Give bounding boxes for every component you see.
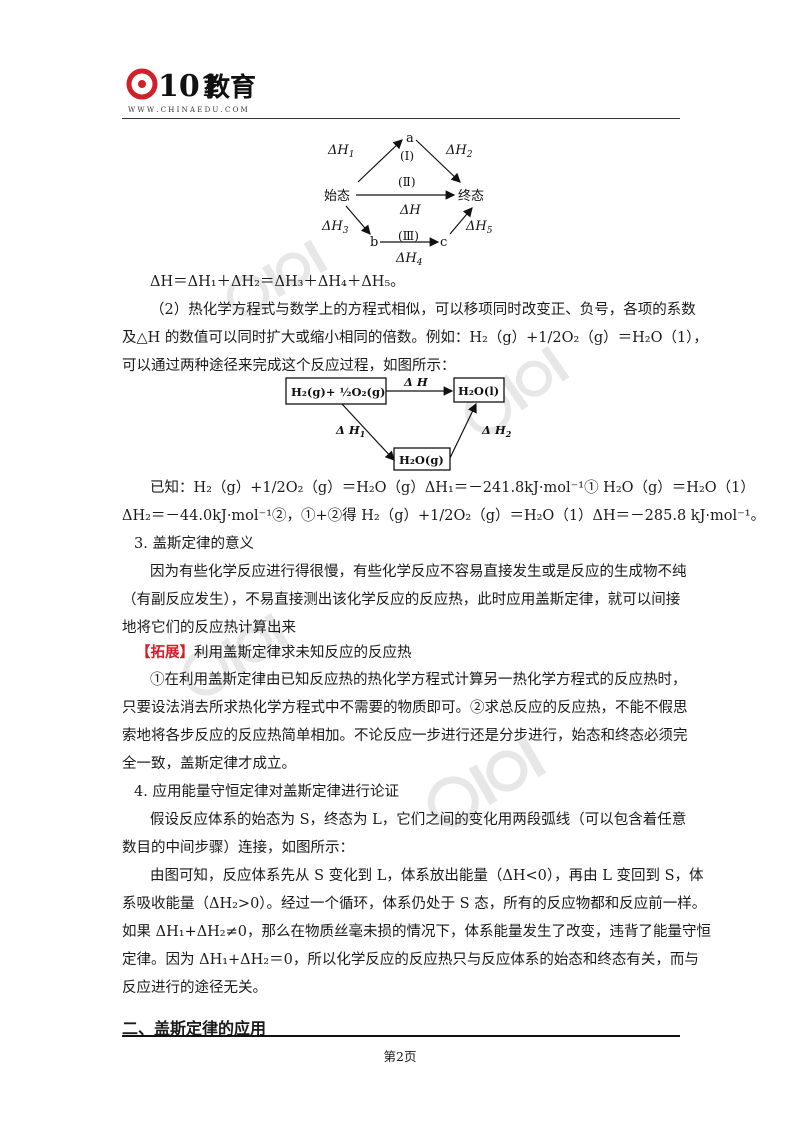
section-divider bbox=[122, 1035, 680, 1037]
extension-title: 利用盖斯定律求未知反应的反应热 bbox=[194, 645, 412, 661]
brand-name: 教育 bbox=[204, 72, 256, 103]
extension-line-3: 索地将各步反应的反应热简单相加。不论反应一步进行还是分步进行，始态和终态必须完 bbox=[122, 728, 688, 744]
end-state: 终态 bbox=[458, 188, 484, 204]
para-4-line-2: 数目的中间步骤）连接，如图所示： bbox=[122, 840, 354, 856]
product-box bbox=[453, 377, 505, 403]
intermediate-label: H₂O(g) bbox=[399, 453, 444, 467]
extension-line-2: 只要设法消去所求热化学方程式中不需要的物质即可。②求总反应的反应热，不能不假思 bbox=[122, 700, 688, 716]
para-5-line-3: 如果 ΔH₁+ΔH₂≠0，那么在物质丝毫未损的情况下，体系能量发生了改变，违背了… bbox=[122, 924, 711, 940]
equation-sum: ΔH＝ΔH₁＋ΔH₂＝ΔH₃＋ΔH₄＋ΔH₅。 bbox=[150, 274, 405, 290]
logo-ring-icon bbox=[126, 68, 158, 100]
brand-logo: 101 教育 W W W . C H I N A E D U . C O M bbox=[126, 68, 256, 114]
dh2-label: ΔH2 bbox=[445, 143, 473, 160]
para-2-line-3: 可以通过两种途径来完成这个反应过程，如图所示： bbox=[122, 358, 456, 374]
state-c: c bbox=[440, 235, 447, 250]
dh3-label: ΔH3 bbox=[321, 219, 349, 236]
dh1-path-label: Δ H1 bbox=[335, 423, 365, 439]
route-2-label: (Ⅱ) bbox=[398, 175, 416, 189]
dh-label: ΔH bbox=[399, 203, 421, 218]
route-1-label: (Ⅰ) bbox=[400, 149, 414, 163]
para-4-line-1: 假设反应体系的始态为 S，终态为 L，它们之间的变化用两段弧线（可以包含着任意 bbox=[150, 812, 687, 828]
dh1-label: ΔH1 bbox=[327, 143, 354, 160]
para-3-line-1: 因为有些化学反应进行得很慢，有些化学反应不容易直接发生或是反应的生成物不纯 bbox=[150, 564, 687, 580]
extension-heading: 【拓展】利用盖斯定律求未知反应的反应热 bbox=[136, 643, 412, 663]
section-heading: 二、盖斯定律的应用 bbox=[122, 1019, 267, 1038]
dh4-label: ΔH4 bbox=[395, 251, 423, 268]
para-5-line-5: 反应进行的途径无关。 bbox=[122, 980, 267, 996]
dh2-path-label: Δ H2 bbox=[481, 423, 512, 439]
para-5-line-2: 系吸收能量（ΔH₂>0）。经过一个循环，体系仍处于 S 态，所有的反应物都和反应… bbox=[122, 896, 707, 912]
para-2-line-2: 及△H 的数值可以同时扩大或缩小相同的倍数。例如：H₂（g）+1/2O₂（g）＝… bbox=[122, 330, 708, 346]
page-header: 101 教育 W W W . C H I N A E D U . C O M bbox=[122, 62, 680, 118]
known-line-1: 已知：H₂（g）+1/2O₂（g）＝H₂O（g）ΔH₁＝－241.8kJ·mol… bbox=[150, 480, 755, 496]
dh5-label: ΔH5 bbox=[465, 219, 493, 236]
extension-tag: 【拓展】 bbox=[136, 644, 194, 661]
extension-line-4: 全一致，盖斯定律才成立。 bbox=[122, 756, 296, 772]
para-2-line-1: （2）热化学方程式与数学上的方程式相似，可以移项同时改变正、负号，各项的系数 bbox=[150, 302, 696, 318]
header-divider bbox=[122, 118, 680, 119]
start-state: 始态 bbox=[324, 189, 350, 204]
extension-line-1: ①在利用盖斯定律由已知反应热的热化学方程式计算另一热化学方程式的反应热时， bbox=[150, 672, 687, 688]
product-label: H₂O(l) bbox=[458, 384, 499, 398]
para-5-line-1: 由图可知，反应体系先从 S 变化到 L，体系放出能量（ΔH<0），再由 L 变回… bbox=[150, 868, 704, 884]
brand-domain: W W W . C H I N A E D U . C O M bbox=[128, 106, 248, 114]
known-line-2: ΔH₂＝－44.0kJ·mol⁻¹②，①+②得 H₂（g）+1/2O₂（g）＝H… bbox=[122, 508, 766, 524]
para-5-line-4: 定律。因为 ΔH₁+ΔH₂＝0，所以化学反应的反应热只与反应体系的始态和终态有关… bbox=[122, 952, 699, 968]
water-formation-diagram: H₂(g)+ ½O₂(g) H₂O(l) H₂O(g) Δ H Δ H1 Δ H… bbox=[285, 375, 512, 471]
state-b: b bbox=[370, 235, 378, 250]
heading-3: 3. 盖斯定律的意义 bbox=[134, 536, 254, 552]
reactant-label: H₂(g)+ ½O₂(g) bbox=[291, 385, 385, 399]
page-number: 第2页 bbox=[383, 1049, 417, 1064]
reactant-box bbox=[285, 377, 387, 405]
route-3-label: (Ⅲ) bbox=[398, 229, 419, 243]
para-3-line-3: 地将它们的反应热计算出来 bbox=[122, 620, 296, 636]
para-3-line-2: （有副反应发生），不易直接测出该化学反应的反应热，此时应用盖斯定律，就可以间接 bbox=[122, 592, 681, 608]
logo-dot-icon bbox=[138, 80, 146, 88]
heading-4: 4. 应用能量守恒定律对盖斯定律进行论证 bbox=[134, 784, 399, 800]
dh-direct-label: Δ H bbox=[403, 375, 429, 389]
hess-path-diagram: a (Ⅰ) ΔH1 ΔH2 始态 终态 (Ⅱ) ΔH ΔH3 ΔH5 b c (… bbox=[321, 131, 493, 268]
brand-digits: 101 bbox=[158, 69, 221, 104]
state-a: a bbox=[406, 131, 414, 146]
